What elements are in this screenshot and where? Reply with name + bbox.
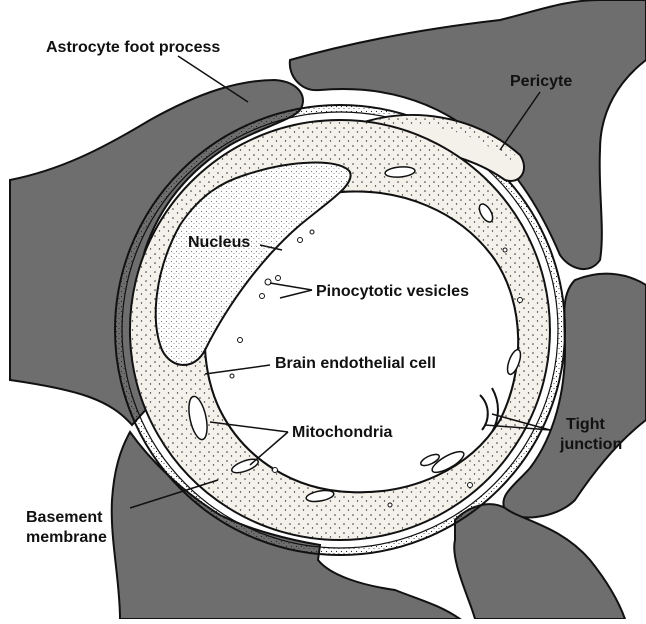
label-basement-1: Basement [26,509,103,526]
label-pinocytotic: Pinocytotic vesicles [316,283,469,300]
label-astrocyte: Astrocyte foot process [46,39,220,56]
astrocyte-bottom-right [454,504,625,619]
label-pericyte: Pericyte [510,73,572,90]
label-mitochondria: Mitochondria [292,424,393,441]
label-basement-2: membrane [26,529,107,546]
label-nucleus: Nucleus [188,234,250,251]
label-tight-1: Tight [566,416,605,433]
label-tight-2: junction [559,436,622,453]
label-endothelial: Brain endothelial cell [275,355,436,372]
